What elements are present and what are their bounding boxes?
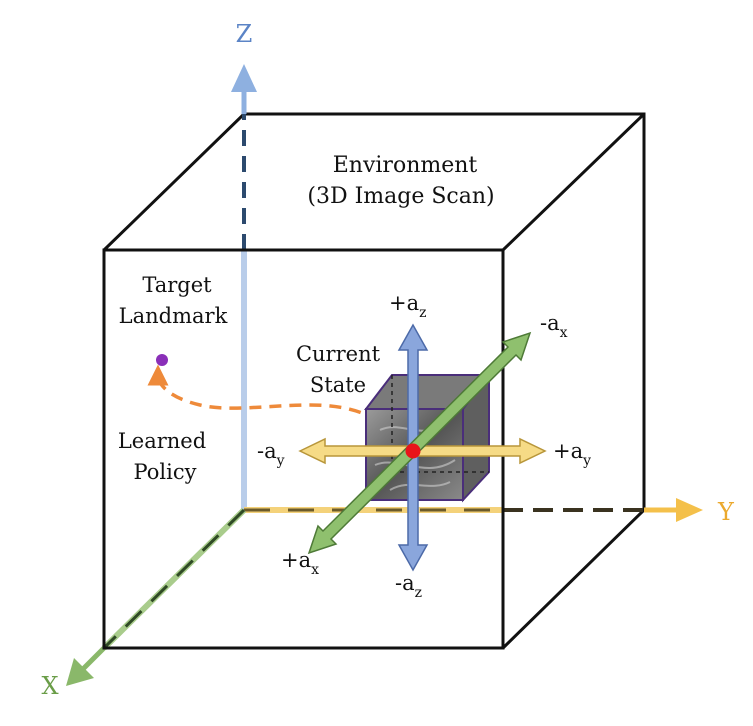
label-minus-az: -az bbox=[395, 571, 422, 601]
svg-text:-ay: -ay bbox=[257, 439, 285, 469]
svg-text:+ay: +ay bbox=[553, 439, 591, 469]
label-plus-ax: +ax bbox=[281, 548, 319, 578]
target-landmark-point bbox=[156, 354, 168, 366]
y-axis-arrowhead-icon bbox=[676, 498, 703, 522]
y-axis-label: Y bbox=[717, 498, 735, 526]
svg-text:+az: +az bbox=[389, 291, 427, 321]
svg-text:-az: -az bbox=[395, 571, 422, 601]
label-minus-ay: -ay bbox=[257, 439, 285, 469]
target-label-line2: Landmark bbox=[119, 304, 228, 328]
environment-title: Environment bbox=[333, 153, 478, 178]
label-plus-az: +az bbox=[389, 291, 427, 321]
ax-action-arrow bbox=[307, 331, 532, 555]
target-label-line1: Target bbox=[142, 273, 212, 297]
current-state-point bbox=[405, 443, 421, 459]
svg-text:-ax: -ax bbox=[540, 311, 568, 341]
policy-label-line2: Policy bbox=[134, 460, 197, 484]
x-axis bbox=[66, 507, 247, 686]
ay-action-arrow bbox=[298, 437, 547, 465]
x-axis-arrowhead-icon bbox=[66, 658, 94, 686]
z-axis bbox=[231, 64, 257, 510]
z-axis-arrowhead-icon bbox=[231, 64, 257, 92]
label-plus-ay: +ay bbox=[553, 439, 591, 469]
environment-subtitle: (3D Image Scan) bbox=[307, 184, 494, 209]
z-axis-label: Z bbox=[236, 20, 253, 48]
box-top-edges bbox=[102, 112, 646, 650]
svg-text:+ax: +ax bbox=[281, 548, 319, 578]
state-label-line2: State bbox=[310, 373, 366, 397]
label-minus-ax: -ax bbox=[540, 311, 568, 341]
x-axis-label: X bbox=[41, 672, 58, 700]
y-axis bbox=[244, 498, 703, 522]
state-label-line1: Current bbox=[296, 342, 381, 366]
policy-label-line1: Learned bbox=[118, 429, 206, 453]
